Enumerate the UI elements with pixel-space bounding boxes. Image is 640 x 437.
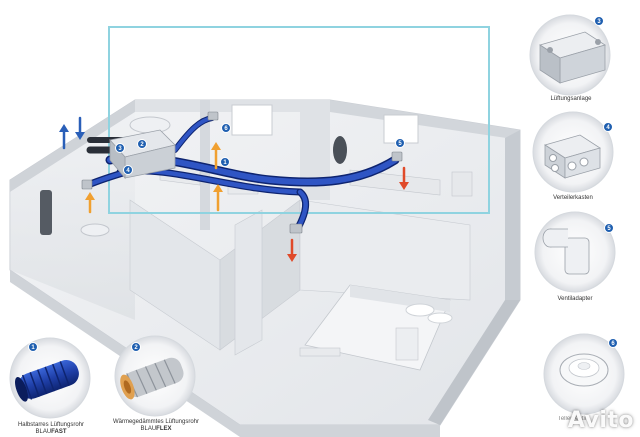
svg-text:4: 4 — [126, 168, 130, 174]
airflow-arrows — [59, 116, 409, 262]
component-circle-4: 4 — [532, 111, 614, 193]
svg-text:1: 1 — [31, 345, 35, 351]
badge-1: 1 — [220, 157, 230, 167]
component-circle-6: 6 — [543, 333, 625, 415]
svg-text:3: 3 — [597, 19, 601, 25]
svg-text:1: 1 — [223, 160, 227, 166]
component-circle-2: 2 — [114, 335, 196, 417]
svg-text:5: 5 — [607, 226, 611, 232]
svg-text:5: 5 — [398, 141, 402, 147]
svg-text:6: 6 — [611, 341, 615, 347]
label-tellerventil: Tellerventil — [557, 416, 587, 422]
badge-2: 2 — [137, 139, 147, 149]
label-blauflex: Wärmegedämmtes Lüftungsrohr BLAUFLEX — [112, 419, 200, 432]
floorplan-badges: 1 2 3 4 5 6 — [115, 123, 405, 175]
label-ventiladapter: Ventiladapter — [557, 296, 593, 302]
badge-5: 5 — [395, 138, 405, 148]
avito-watermark: Avito — [567, 408, 634, 433]
component-circle-3: 3 — [529, 14, 611, 96]
component-circle-1: 1 — [9, 337, 91, 419]
svg-text:6: 6 — [224, 126, 228, 132]
badge-6: 6 — [221, 123, 231, 133]
svg-text:3: 3 — [118, 146, 122, 152]
label-verteilerkasten: Verteilerkasten — [553, 195, 593, 201]
highlight-frame — [108, 26, 490, 214]
component-circle-5: 5 — [534, 211, 616, 293]
label-luftungsanlage: Lüftungsanlage — [550, 96, 592, 102]
svg-text:2: 2 — [134, 345, 138, 351]
label-blaufast: Halbstarres Lüftungsrohr BLAUFAST — [17, 422, 85, 435]
badge-4: 4 — [123, 165, 133, 175]
svg-text:4: 4 — [606, 125, 610, 131]
vent-caps — [81, 111, 403, 234]
badge-3: 3 — [115, 143, 125, 153]
svg-text:2: 2 — [140, 142, 144, 148]
